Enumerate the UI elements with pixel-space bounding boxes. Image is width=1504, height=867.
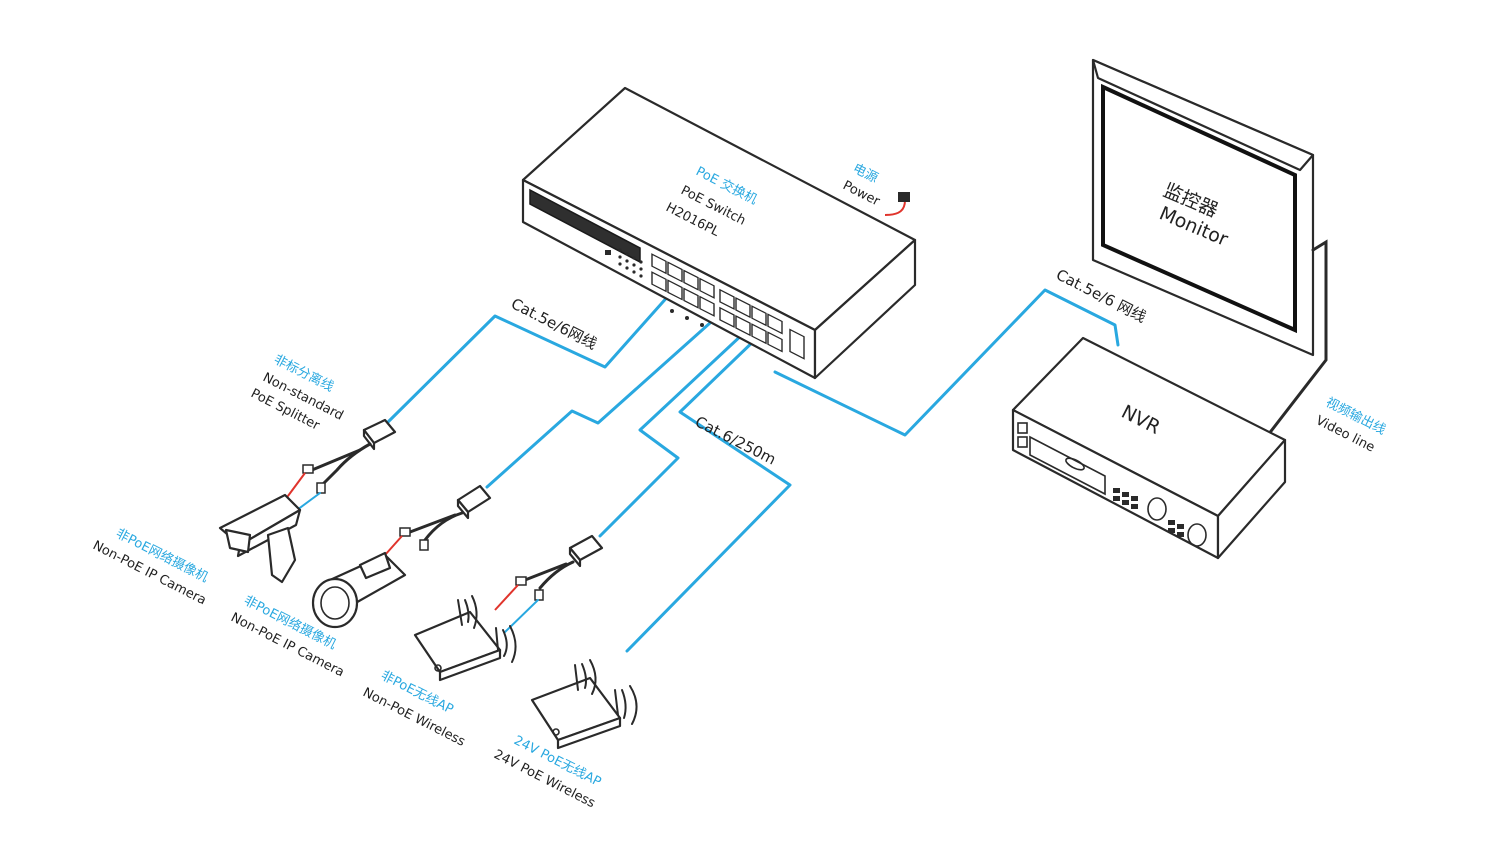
splitter-2 (384, 484, 492, 556)
cable-switch-to-nvr (773, 288, 1120, 437)
monitor: 监控器 Monitor (1091, 58, 1315, 357)
splitter-1 (284, 418, 397, 511)
cable-switch-to-ap1 (598, 330, 747, 538)
camera-1 (218, 493, 302, 584)
cable-label-long-run: Cat.6/250m (692, 413, 779, 469)
wireless-ap-1 (413, 595, 517, 682)
ellipsis-dots (670, 309, 704, 327)
switch-ports (651, 253, 805, 360)
splitter-3 (494, 534, 604, 633)
camera-2 (311, 551, 407, 629)
nvr-buttons (1113, 488, 1184, 537)
video-line (1266, 239, 1328, 437)
poe-switch: PoE 交换机 PoE Switch H2016PL (521, 86, 917, 380)
nvr: NVR (1011, 336, 1287, 560)
cables (385, 283, 1120, 653)
cable-switch-to-splitter (385, 283, 680, 425)
wireless-ap-2 (530, 659, 638, 750)
cable-long-run-ap2 (625, 333, 792, 653)
cable-switch-to-camera2 (485, 321, 712, 489)
switch-led-panel (605, 248, 643, 278)
